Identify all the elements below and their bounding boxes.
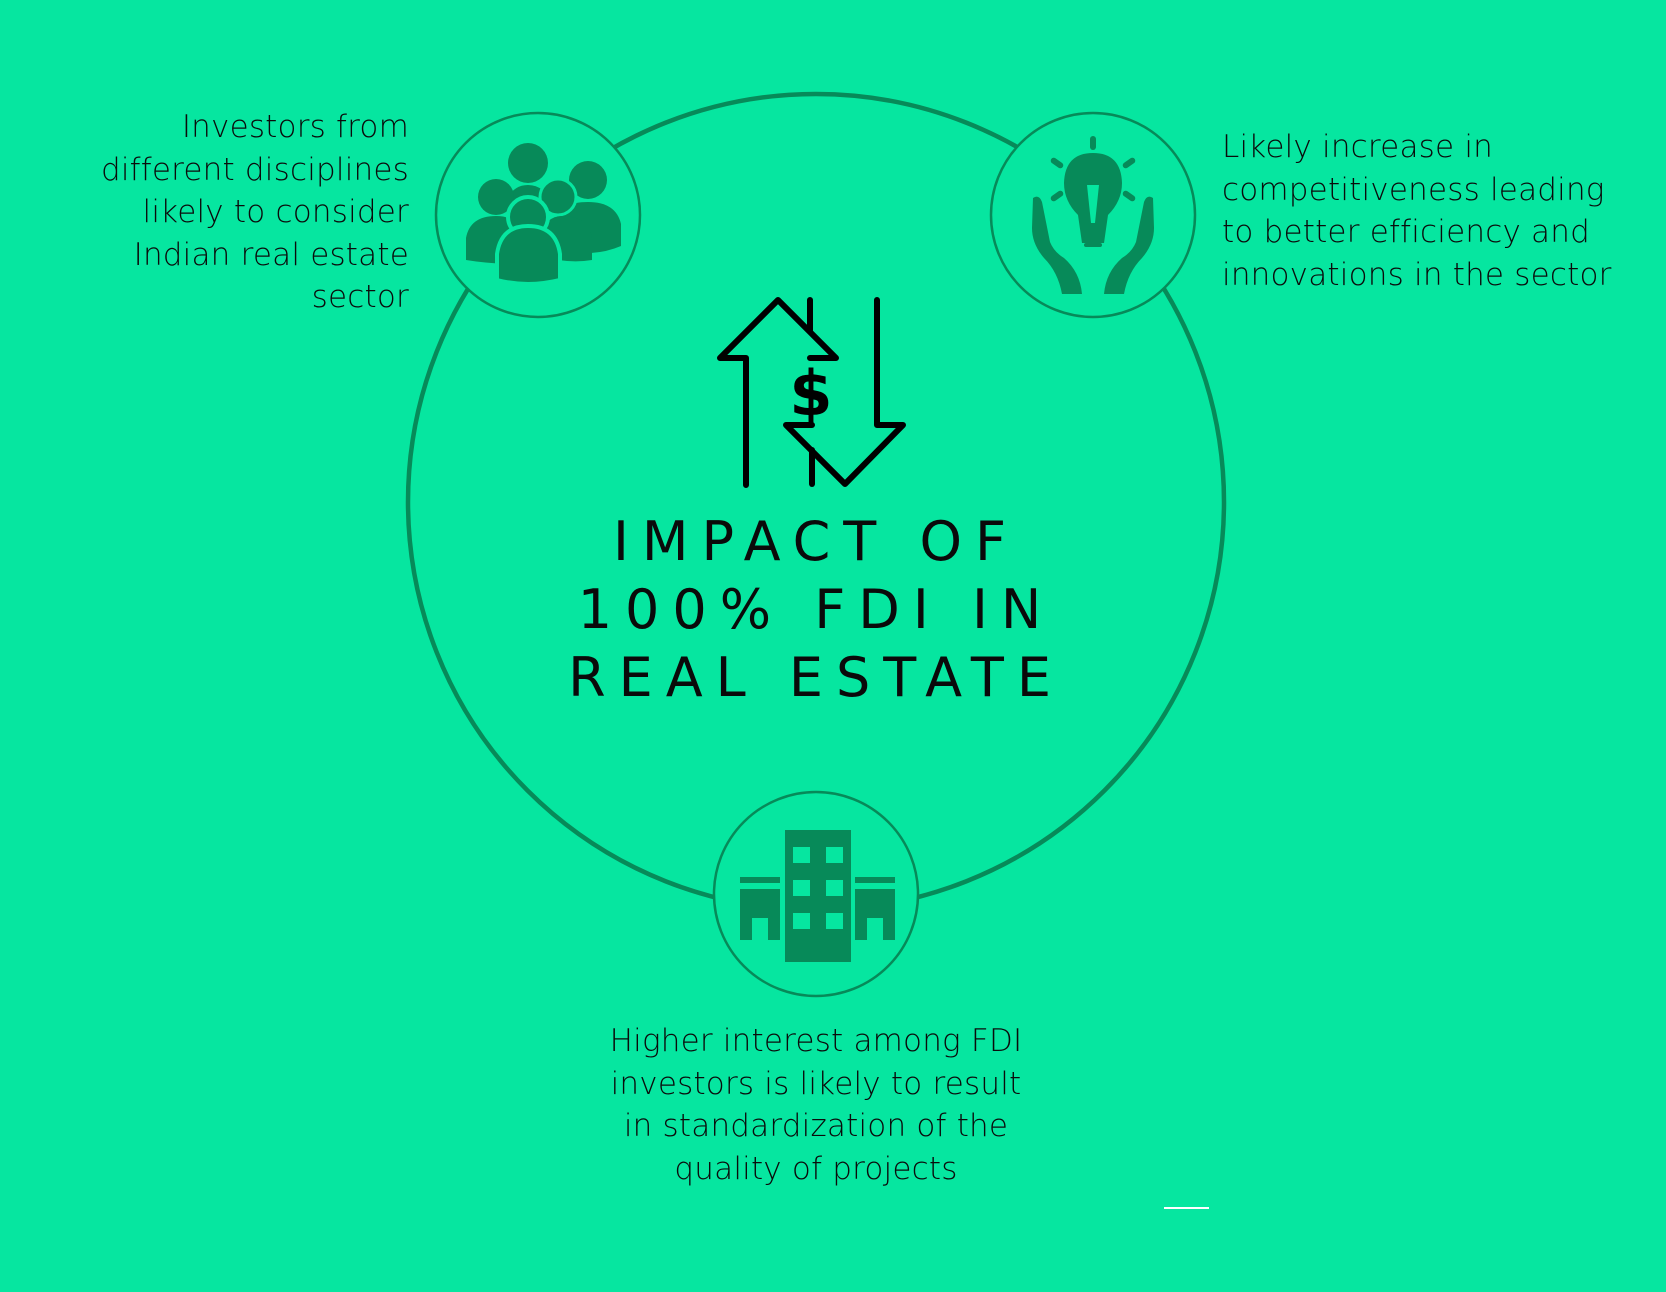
caption-investors: Investors from different disciplines lik… [101, 106, 409, 319]
caption-line: quality of projects [674, 1150, 958, 1187]
caption-line: Likely increase in [1222, 129, 1493, 165]
dollar-up-down-arrows-icon: $ [717, 297, 906, 488]
caption-line: different disciplines [100, 151, 409, 188]
caption-standardization: Higher interest among FDI investors is l… [516, 1020, 1116, 1190]
caption-competitiveness: Likely increase in competitiveness leadi… [1222, 126, 1612, 296]
node-competitiveness [989, 111, 1197, 319]
caption-line: likely to consider [142, 194, 409, 230]
caption-line: investors is likely to result [610, 1065, 1022, 1102]
caption-line: innovations in the sector [1222, 256, 1612, 293]
decorative-divider [1164, 1207, 1209, 1209]
caption-line: Indian real estate [133, 236, 409, 273]
diagram-title: IMPACT OF 100% FDI IN REAL ESTATE [466, 508, 1166, 712]
lightbulb-in-hands-icon [1032, 136, 1154, 294]
svg-text:$: $ [789, 357, 832, 430]
node-investors [434, 111, 642, 319]
caption-line: Higher interest among FDI [609, 1023, 1023, 1059]
title-line: IMPACT OF [612, 510, 1020, 573]
title-line: REAL ESTATE [568, 646, 1064, 709]
buildings-icon [740, 830, 895, 962]
caption-line: sector [311, 279, 409, 315]
people-group-icon [466, 143, 621, 286]
title-line: 100% FDI IN [577, 578, 1055, 641]
caption-line: in standardization of the [623, 1108, 1009, 1144]
caption-line: to better efficiency and [1222, 214, 1590, 250]
caption-line: competitiveness leading [1222, 171, 1605, 208]
caption-line: Investors from [181, 109, 409, 145]
node-standardization [712, 790, 920, 998]
